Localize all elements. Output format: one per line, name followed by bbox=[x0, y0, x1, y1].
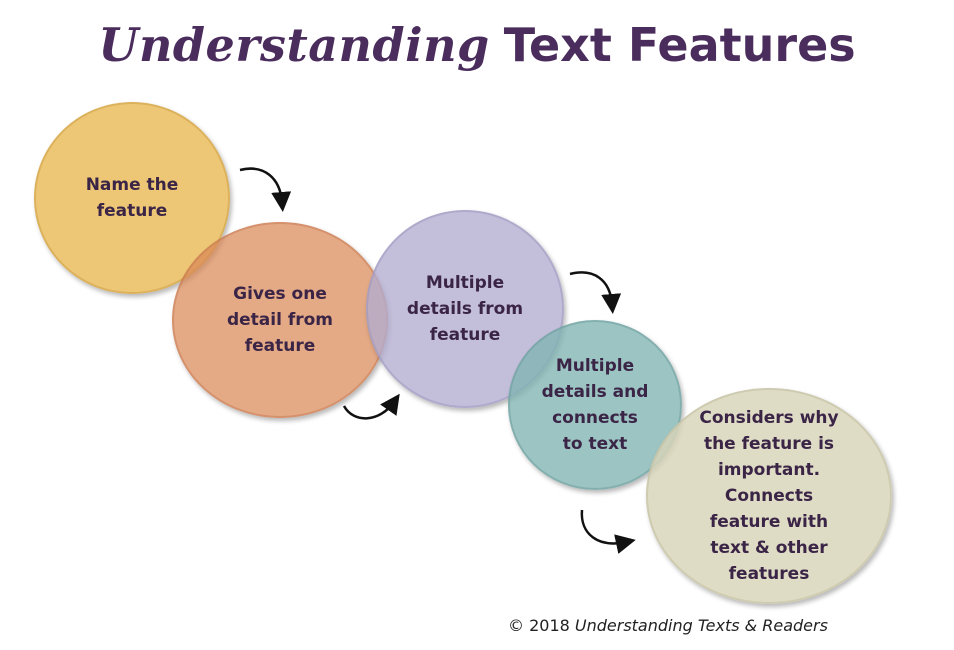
title-script-part: Understanding bbox=[98, 18, 490, 72]
step-circle-5: Considers why the feature is important. … bbox=[646, 388, 892, 604]
curved-arrow-icon bbox=[569, 271, 622, 314]
copyright-footer: © 2018 Understanding Texts & Readers bbox=[508, 616, 828, 635]
title-plain-part: Text Features bbox=[503, 18, 856, 72]
step-circle-1: Name the feature bbox=[34, 102, 230, 294]
curved-arrow-icon bbox=[580, 509, 636, 554]
step-label-3: Multiple details from feature bbox=[406, 273, 524, 345]
step-label-1: Name the feature bbox=[85, 175, 179, 221]
curved-arrow-icon bbox=[239, 167, 292, 212]
step-label-5: Considers why the feature is important. … bbox=[699, 408, 839, 584]
step-circle-2: Gives one detail from feature bbox=[172, 222, 388, 418]
step-label-4: Multiple details and connects to text bbox=[541, 356, 649, 454]
copyright-source: Understanding Texts & Readers bbox=[574, 616, 828, 635]
copyright-prefix: © 2018 bbox=[508, 616, 575, 635]
curved-arrow-icon bbox=[342, 393, 400, 420]
step-circle-4: Multiple details and connects to text bbox=[508, 320, 682, 490]
step-label-2: Gives one detail from feature bbox=[226, 284, 334, 356]
